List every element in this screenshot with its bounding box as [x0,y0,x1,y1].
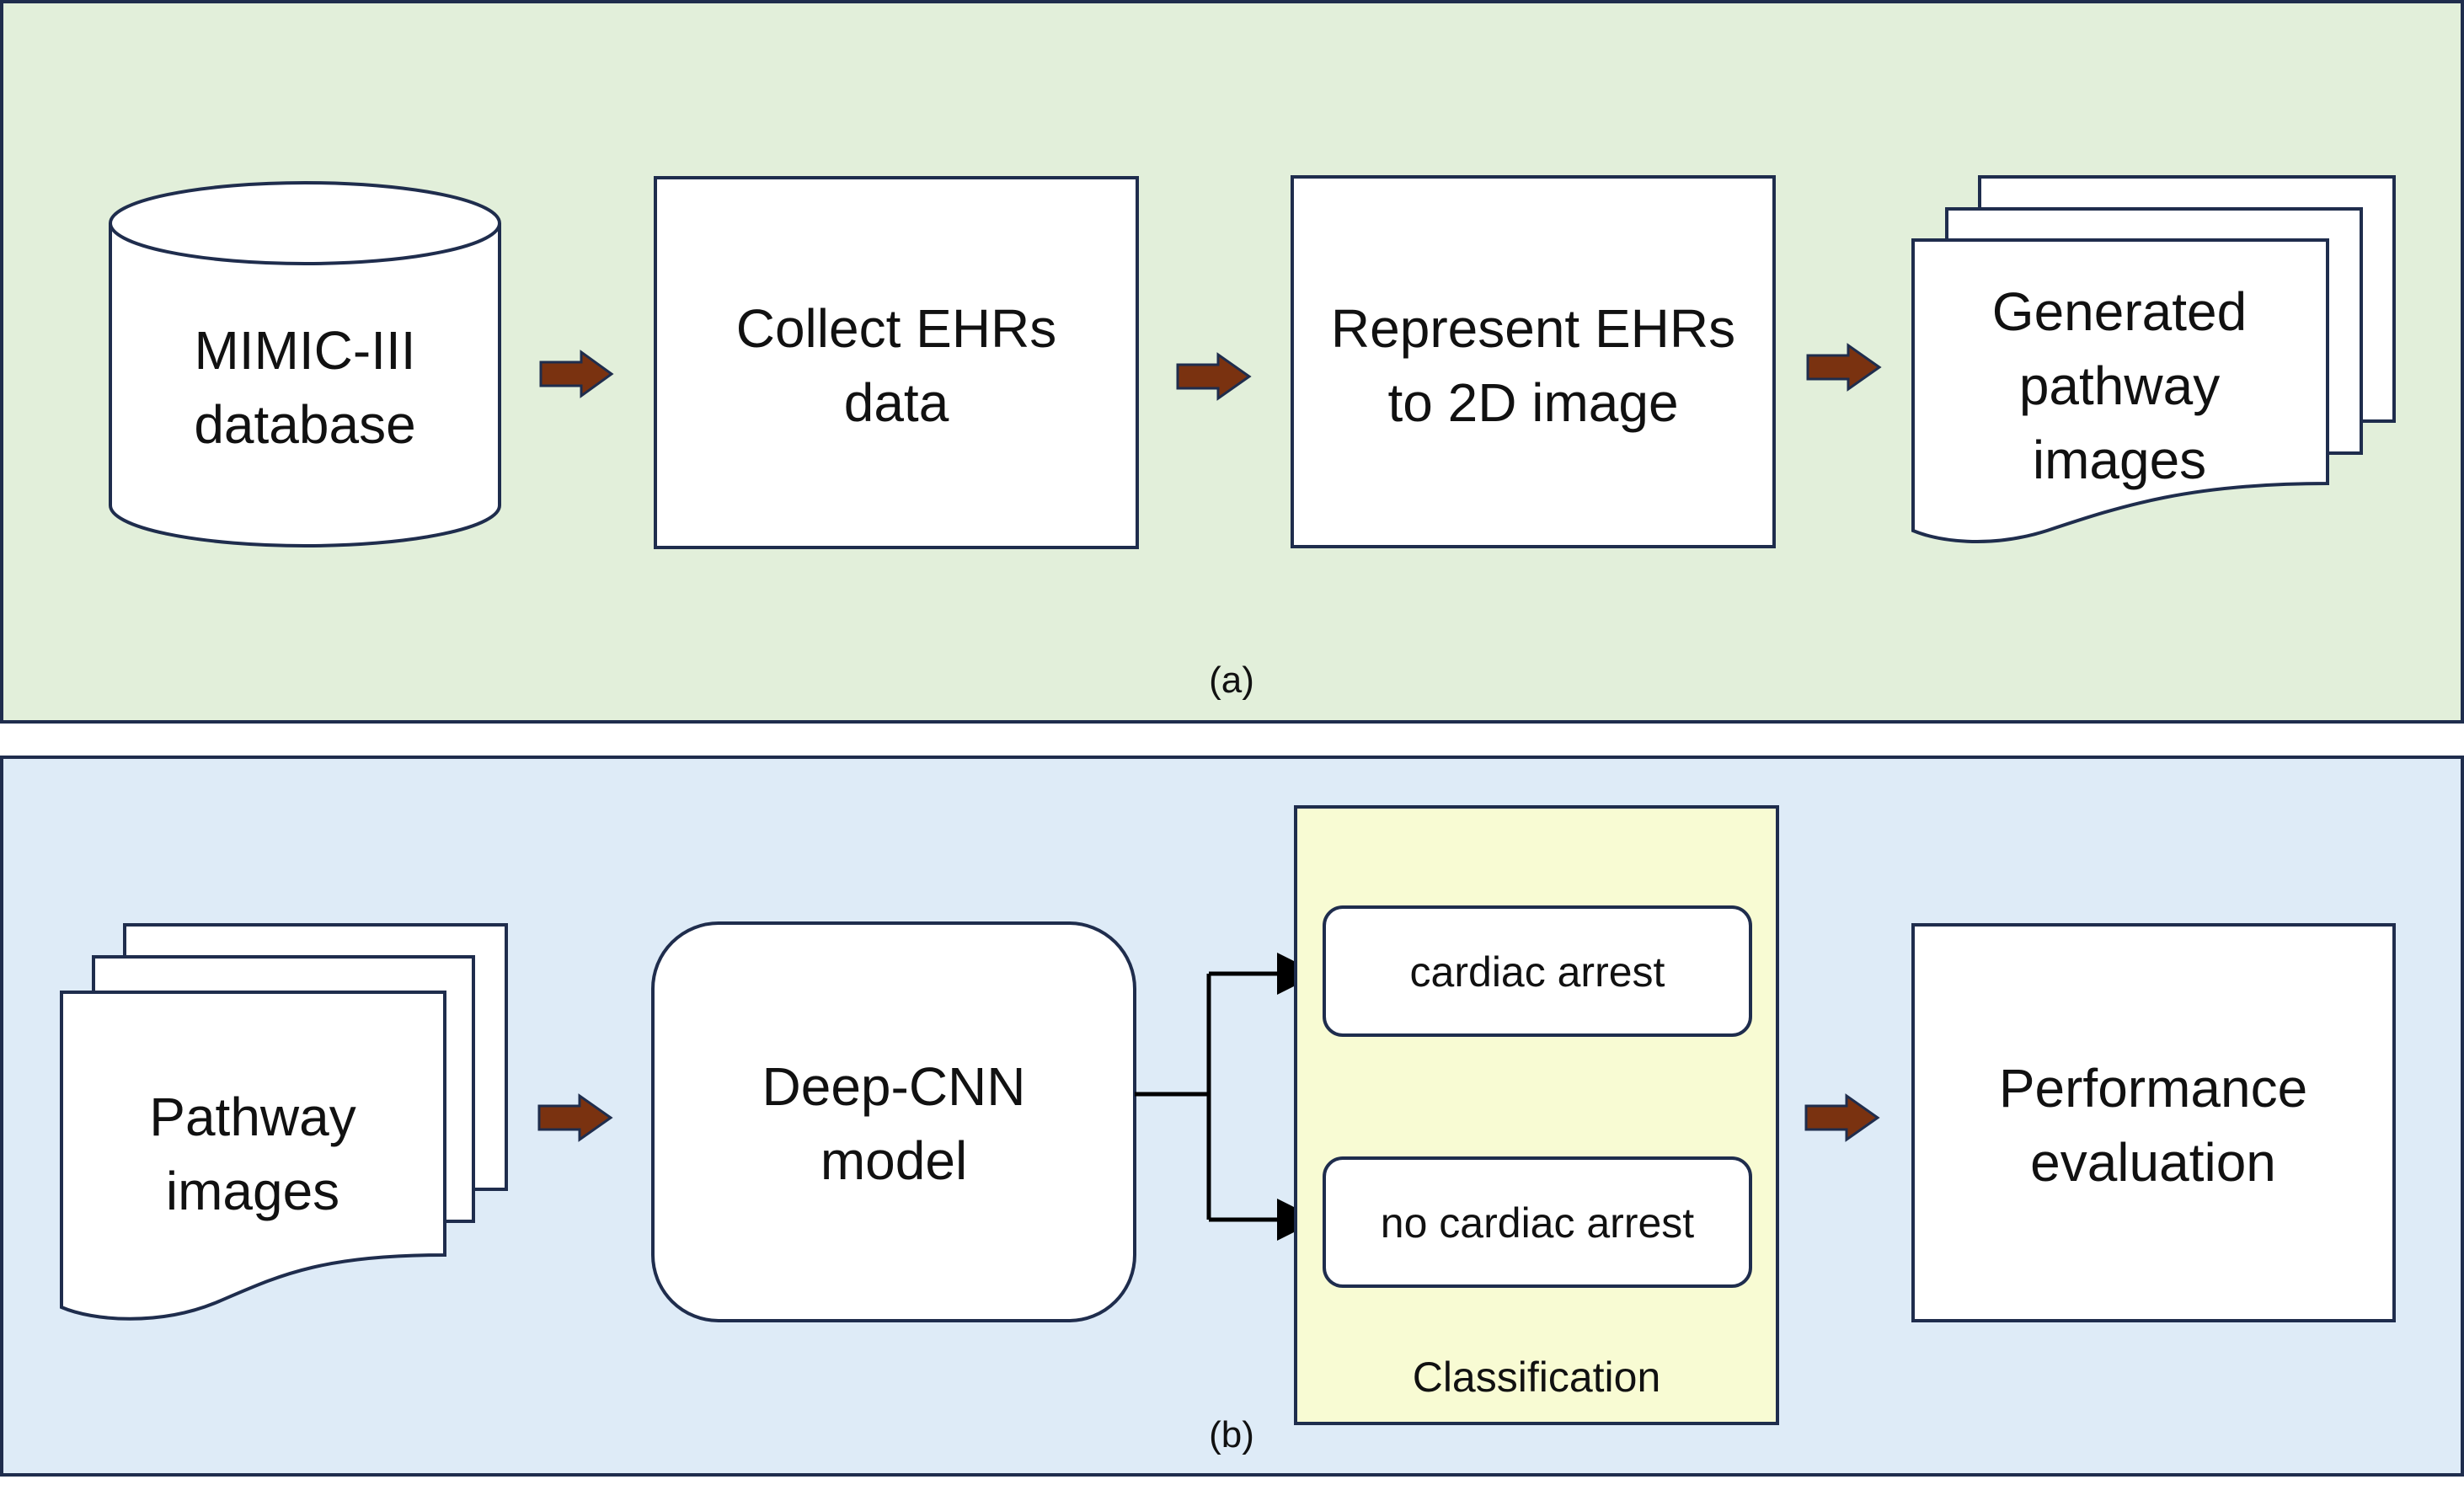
represent-label-line1: Represent EHRs [1331,298,1735,359]
model-label-line1: Deep-CNN [762,1056,1026,1117]
panel-a-caption: (a) [1209,660,1254,701]
flow-arrow-a1 [539,350,614,398]
classification-connectors [1135,953,1319,1241]
classification-label: Classification [1413,1354,1661,1401]
class-cardiac-arrest-label: cardiac arrest [1410,948,1665,996]
flow-arrow-b1 [537,1093,613,1142]
panel-b-caption: (b) [1209,1414,1254,1455]
represent-label-line2: to 2D image [1387,372,1678,433]
performance-label-line1: Performance [1999,1058,2307,1119]
represent-ehrs-box: Represent EHRs to 2D image [1291,175,1776,548]
flow-arrow-b2 [1804,1093,1880,1142]
model-label-line2: model [820,1130,967,1191]
collect-ehrs-box: Collect EHRs data [654,176,1139,549]
generated-images-stack: Generated pathway images [1911,175,2396,543]
collect-label-line2: data [844,372,949,433]
database-cylinder: MIMIC-III database [109,181,501,547]
pathway-label-line2: images [166,1161,339,1221]
classification-container: cardiac arrest no cardiac arrest Classif… [1294,805,1779,1425]
database-label-line1: MIMIC-III [194,320,415,381]
performance-label-line2: evaluation [2030,1132,2276,1193]
pathway-images-stack: Pathway images [60,923,508,1321]
class-no-cardiac-arrest-box [1323,1156,1752,1288]
performance-evaluation-box: Performance evaluation [1911,923,2396,1322]
generated-label-line3: images [2033,430,2206,490]
generated-label-line2: pathway [2019,355,2220,416]
flow-arrow-a3 [1806,343,1882,392]
generated-label-line1: Generated [1992,281,2247,342]
class-no-cardiac-arrest-label: no cardiac arrest [1381,1199,1694,1247]
deep-cnn-model-box: Deep-CNN model [651,921,1136,1322]
pathway-label-line1: Pathway [149,1087,355,1147]
class-cardiac-arrest-box [1323,905,1752,1037]
collect-label-line1: Collect EHRs [736,298,1057,359]
flow-arrow-a2 [1176,352,1252,401]
database-label-line2: database [194,394,415,455]
